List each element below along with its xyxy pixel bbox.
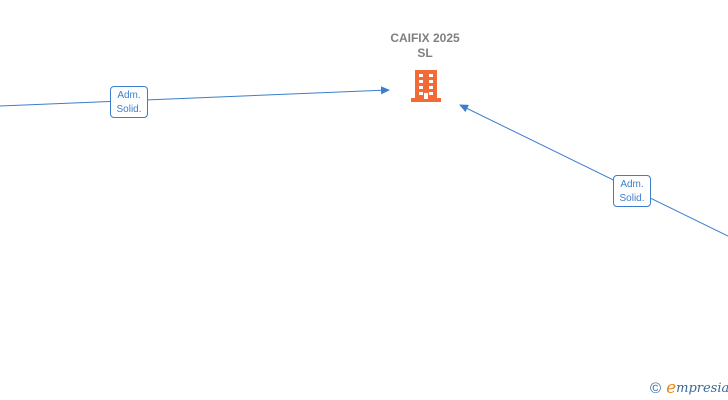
brand-name: mpresia [676, 380, 728, 396]
relation-label-1-line1: Adm. [117, 90, 141, 101]
company-name[interactable]: CAIFIX 2025 SL [365, 31, 485, 61]
company-name-line1: CAIFIX 2025 [390, 31, 460, 45]
copyright-icon: © [650, 379, 662, 397]
relation-label-1-line2: Solid. [116, 104, 142, 115]
relation-label-1[interactable]: Adm. Solid. [110, 86, 148, 118]
relation-label-2-line1: Adm. [620, 179, 644, 190]
relation-label-2[interactable]: Adm. Solid. [613, 175, 651, 207]
building-icon[interactable] [410, 68, 442, 102]
relation-label-2-line2: Solid. [619, 193, 645, 204]
relation-edge-2 [459, 104, 728, 237]
company-name-line2: SL [417, 46, 433, 60]
brand-initial: e [666, 378, 677, 398]
watermark[interactable]: © e mpresia [650, 378, 728, 398]
relation-edge-1 [0, 86, 390, 107]
